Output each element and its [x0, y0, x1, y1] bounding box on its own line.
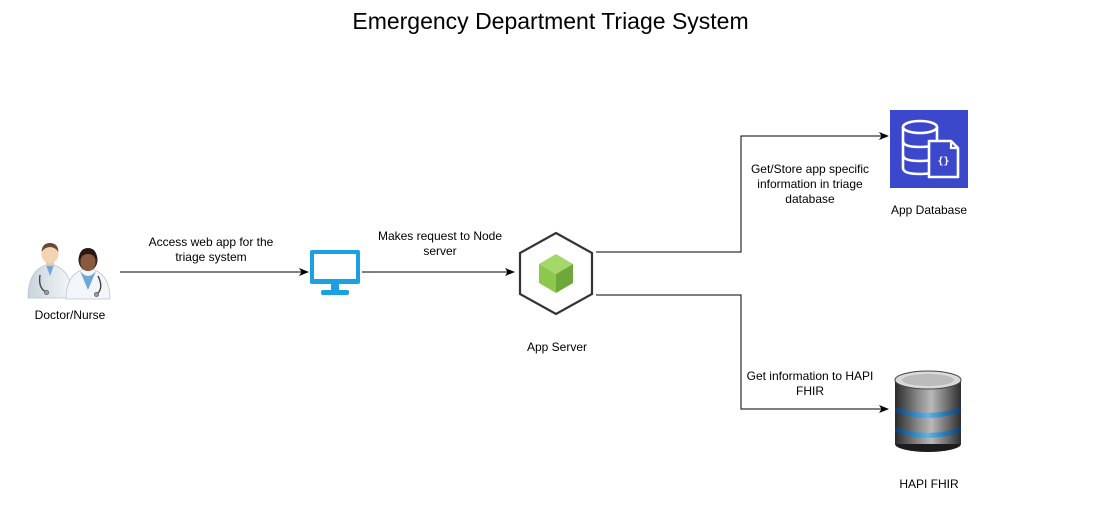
edge-label-line: database	[785, 192, 835, 206]
users-label: Doctor/Nurse	[34, 308, 106, 322]
edge-label-line: Get information to HAPI	[746, 369, 874, 383]
edge-label-line: server	[423, 244, 457, 258]
edge-label-line: FHIR	[796, 384, 824, 398]
app-database-label: App Database	[890, 203, 968, 217]
edge-label-line: Access web app for the	[148, 235, 274, 249]
database-server-icon	[894, 370, 962, 452]
edge-label-line: Makes request to Node	[377, 229, 503, 243]
edge-label-server-to-db: Get/Store app specific information in tr…	[725, 162, 895, 207]
edge-label-server-to-hapi: Get information to HAPI FHIR	[725, 369, 895, 399]
edge-server-to-db	[596, 132, 889, 253]
monitor-icon	[310, 250, 360, 295]
edge-label-line: triage system	[175, 250, 247, 264]
edge-label-users-to-client: Access web app for the triage system	[126, 235, 296, 265]
app-server-label: App Server	[526, 340, 588, 354]
edge-server-to-hapi	[596, 294, 889, 413]
svg-text:{}: {}	[937, 156, 949, 167]
edge-label-client-to-server: Makes request to Node server	[360, 229, 520, 259]
edge-label-line: Get/Store app specific	[750, 162, 870, 176]
database-icon: {}	[890, 110, 968, 188]
edge-label-line: information in triage	[757, 177, 863, 191]
hapi-fhir-label: HAPI FHIR	[899, 477, 959, 491]
doctor-nurse-icon	[27, 243, 111, 300]
nodejs-hexagon-icon	[518, 231, 594, 316]
diagram-title: Emergency Department Triage System	[352, 8, 749, 34]
